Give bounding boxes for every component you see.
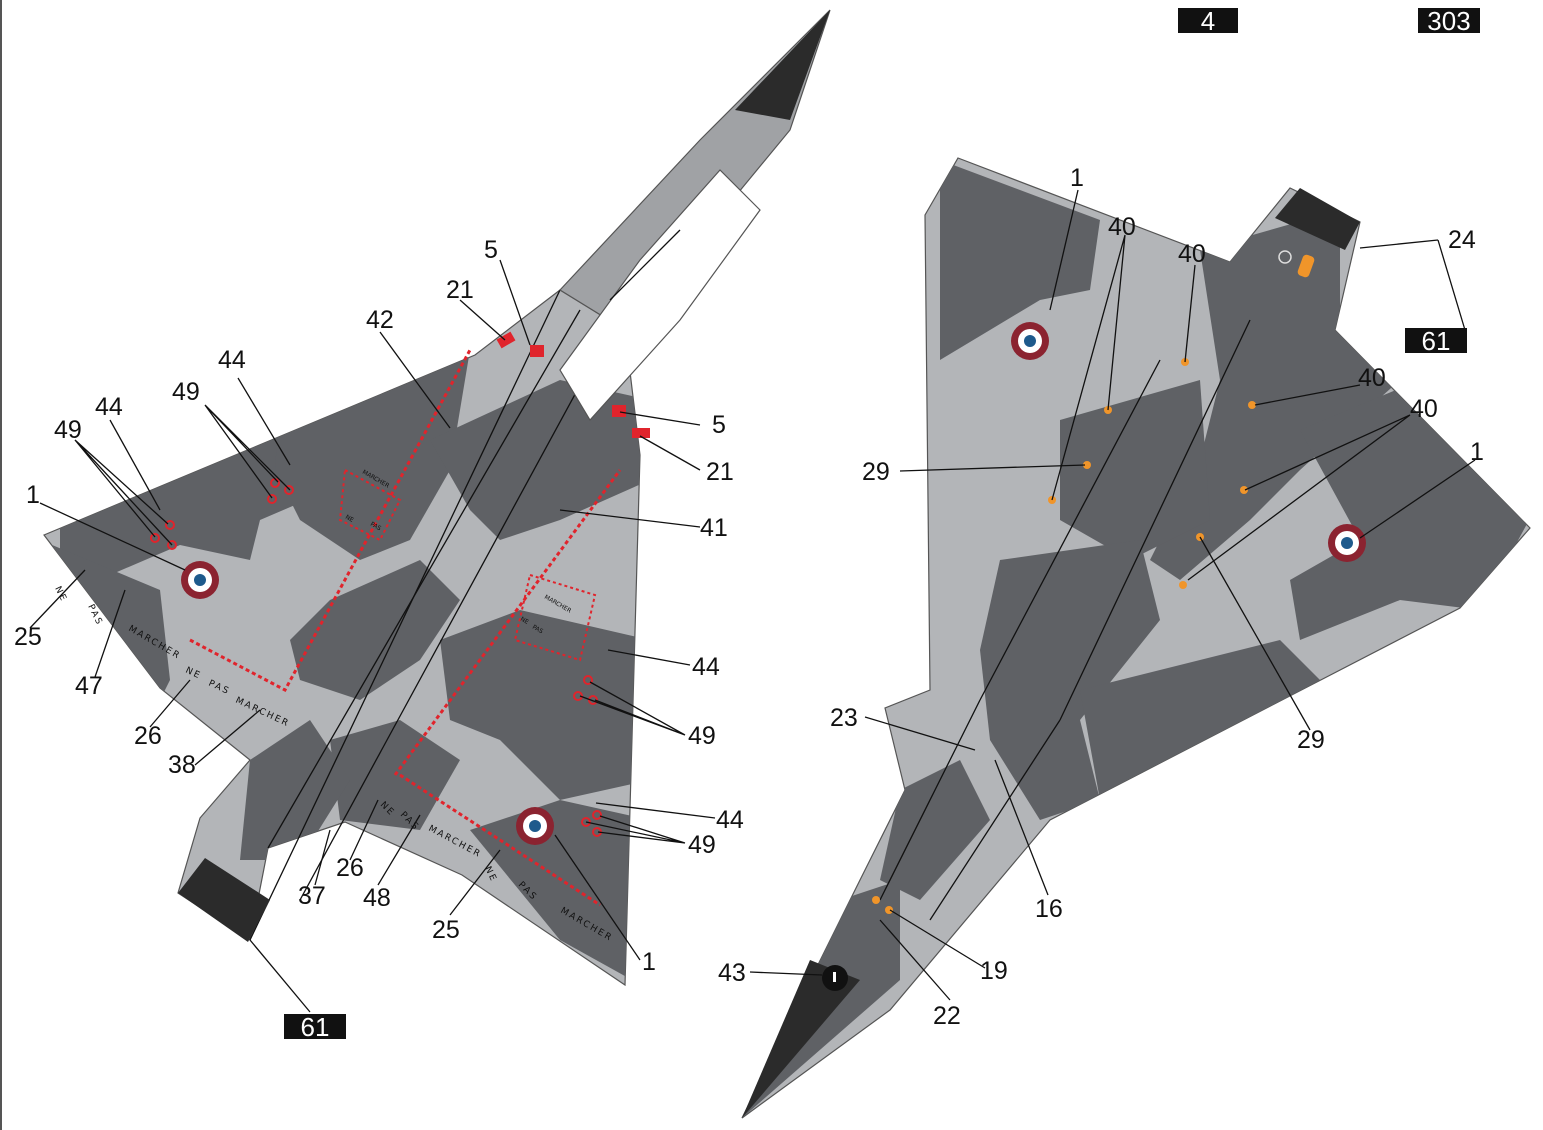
lower-view-roundel-left [1011, 322, 1049, 360]
callout-49: 49 [688, 722, 716, 750]
callout-42: 42 [366, 306, 394, 334]
lower-view-orange-markers [872, 358, 1256, 914]
lower-view-exhaust [1275, 188, 1360, 250]
upper-view-callouts: 1 5 21 42 44 49 44 49 1 25 47 26 38 5 21… [14, 236, 744, 976]
callout-25: 25 [432, 916, 460, 944]
stencil-pas-small: PAS [531, 624, 544, 636]
callout-23: 23 [830, 704, 858, 732]
callout-5: 5 [484, 236, 498, 264]
callout-49: 49 [172, 378, 200, 406]
callout-40: 40 [1108, 213, 1136, 241]
callout-29: 29 [1297, 726, 1325, 754]
callout-19: 19 [980, 957, 1008, 985]
stencil-ne-small: NE [344, 514, 355, 524]
callout-1: 1 [642, 948, 656, 976]
upper-view-canopy [559, 169, 761, 422]
upper-view-leader-lines [29, 259, 716, 1013]
callout-1: 1 [1470, 438, 1484, 466]
callout-5: 5 [712, 411, 726, 439]
lower-view-callouts: 1 40 40 24 40 40 1 29 23 29 16 19 43 22 [718, 164, 1484, 1030]
callout-25: 25 [14, 623, 42, 651]
callout-43: 43 [718, 959, 746, 987]
plate-4: 4 [1178, 8, 1238, 34]
upper-view-roundel-right [516, 807, 554, 845]
stencil-pas-small: PAS [369, 521, 382, 533]
callout-26: 26 [134, 722, 162, 750]
callout-40: 40 [1178, 240, 1206, 268]
callout-40: 40 [1410, 395, 1438, 423]
lower-view-nose [742, 960, 860, 1118]
plate-61-upper-view: 61 [284, 1014, 346, 1040]
callout-24: 24 [1448, 226, 1476, 254]
upper-view-exhaust [178, 858, 270, 942]
callout-44: 44 [218, 346, 246, 374]
plate-61-lower-view: 61 [1405, 328, 1467, 354]
callout-44: 44 [692, 653, 720, 681]
callout-40: 40 [1358, 364, 1386, 392]
callout-44: 44 [716, 806, 744, 834]
plate-303: 303 [1418, 8, 1480, 34]
callout-49: 49 [688, 831, 716, 859]
upper-view-roundel-left [181, 561, 219, 599]
lower-view-aircraft [741, 157, 1531, 1119]
callout-29: 29 [862, 458, 890, 486]
callout-47: 47 [75, 672, 103, 700]
callout-44: 44 [95, 393, 123, 421]
lower-view-roundel-right [1328, 524, 1366, 562]
stencil-ne-small: NE [519, 616, 530, 626]
callout-16: 16 [1035, 895, 1063, 923]
callout-48: 48 [363, 884, 391, 912]
lower-view-leader-lines [749, 189, 1476, 1001]
callout-38: 38 [168, 751, 196, 779]
callout-21: 21 [446, 276, 474, 304]
upper-view-camouflage [44, 350, 640, 985]
callout-22: 22 [933, 1002, 961, 1030]
callout-21: 21 [706, 458, 734, 486]
left-border [0, 0, 2, 1130]
callout-37: 37 [298, 882, 326, 910]
callout-41: 41 [700, 514, 728, 542]
callout-26: 26 [336, 854, 364, 882]
callout-1: 1 [1070, 164, 1084, 192]
callout-49: 49 [54, 416, 82, 444]
callout-1: 1 [26, 481, 40, 509]
